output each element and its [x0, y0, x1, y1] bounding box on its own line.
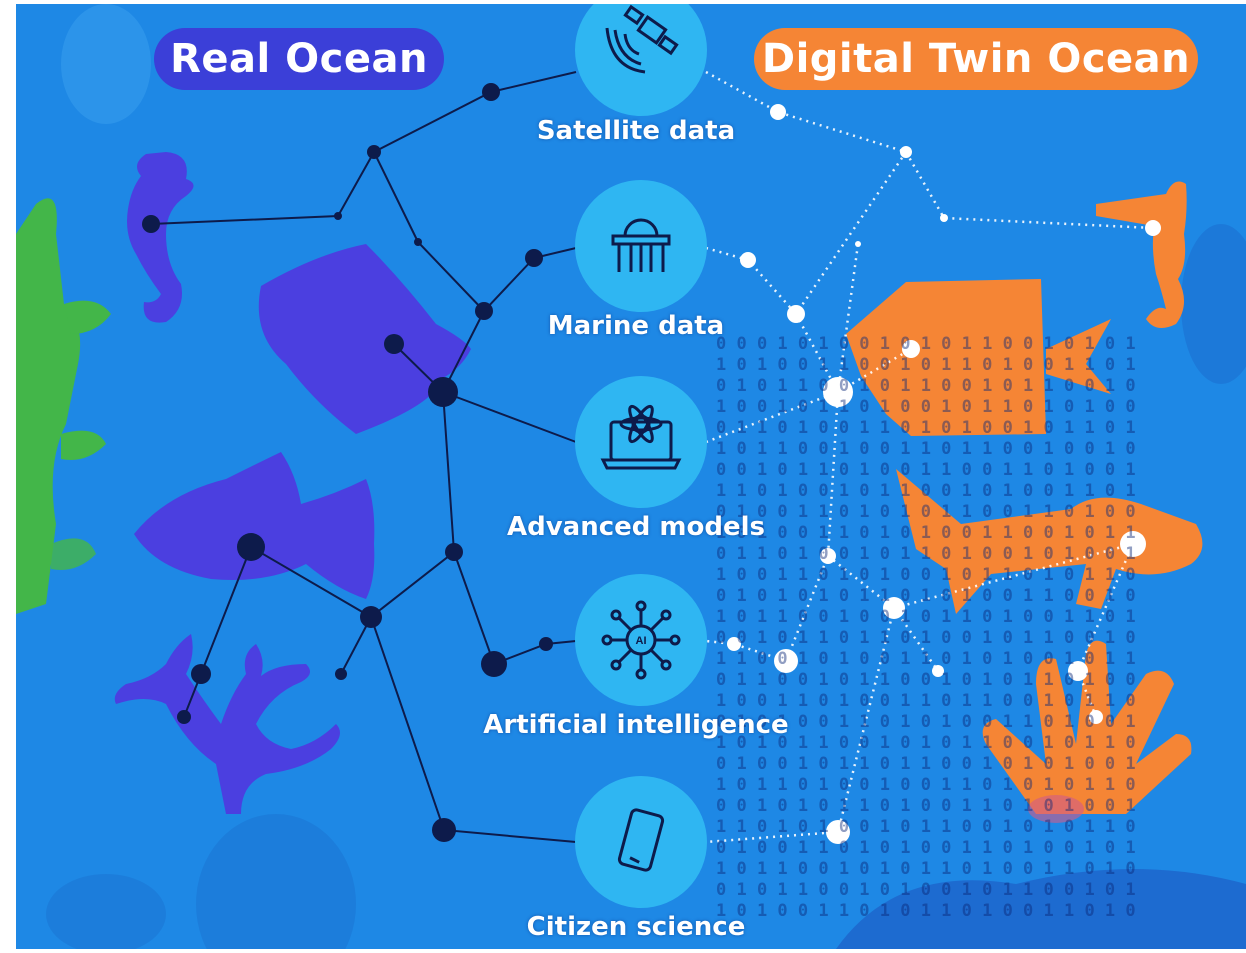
bg-bubble — [61, 4, 151, 124]
source-label: Artificial intelligence — [483, 710, 789, 740]
real-creatures — [114, 152, 471, 814]
bg-rock — [46, 874, 166, 949]
seaweed-icon — [16, 198, 111, 615]
real-network-nodes — [142, 83, 553, 842]
source-label: Advanced models — [506, 512, 766, 542]
source-circle — [575, 4, 707, 116]
source-circle — [575, 776, 707, 908]
digital-twin-ocean-header: Digital Twin Ocean — [754, 28, 1198, 90]
twin-creatures — [846, 181, 1203, 814]
twin-swordfish-icon — [896, 469, 1203, 614]
smartphone-icon — [617, 808, 665, 872]
ai-chip-icon: AI — [601, 600, 681, 680]
seahorse-icon — [127, 152, 194, 323]
binary-pattern: 0 0 0 1 0 1 0 0 1 0 1 0 1 1 0 0 1 0 1 0 … — [716, 334, 1136, 921]
bg-rock — [1181, 224, 1246, 384]
bg-rock — [196, 814, 356, 949]
source-label: Marine data — [547, 311, 725, 341]
twin-coral-icon — [982, 640, 1192, 814]
bg-seabed — [836, 869, 1246, 949]
twin-fish-icon — [846, 279, 1111, 436]
source-label: Citizen science — [526, 912, 746, 942]
source-label: Satellite data — [536, 116, 736, 146]
infographic: 0 0 0 1 0 1 0 0 1 0 1 0 1 1 0 0 1 0 1 0 … — [16, 4, 1246, 949]
angelfish-icon — [258, 244, 471, 434]
coral-icon — [114, 634, 340, 814]
ai-chip-label: AI — [636, 635, 647, 647]
tang-fish-icon — [134, 452, 375, 599]
twin-coral-shadow — [1028, 795, 1084, 823]
twin-seahorse-icon — [1096, 181, 1187, 328]
background-scene — [16, 4, 1246, 949]
source-circle: AI — [575, 574, 707, 706]
source-circle — [575, 376, 707, 508]
twin-network-nodes — [727, 104, 1161, 844]
source-circle — [575, 180, 707, 312]
real-ocean-header: Real Ocean — [154, 28, 444, 90]
marine-buoy-icon — [611, 218, 671, 272]
laptop-model-icon — [600, 404, 682, 470]
satellite-icon — [605, 4, 679, 74]
